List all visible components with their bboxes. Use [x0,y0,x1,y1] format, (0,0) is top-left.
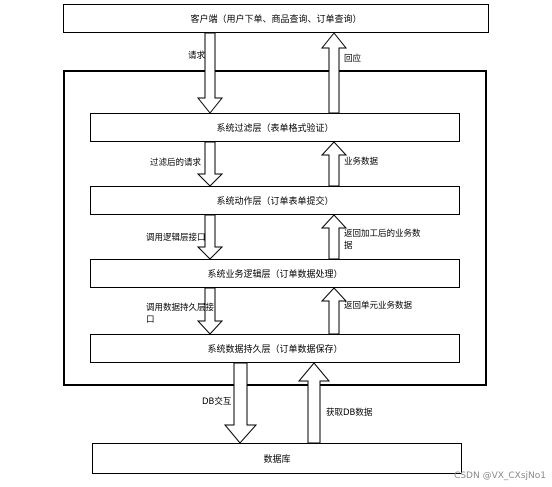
business-logic-layer-label: 系统业务逻辑层（订单数据处理） [207,270,343,280]
system-frame [63,70,487,386]
persistence-layer-box: 系统数据持久层（订单数据保存） [90,334,460,363]
label-db-interaction: DB交互 [202,397,232,407]
up-arrow-business-data [320,141,348,187]
label-call-logic: 调用逻辑层接口 [146,233,206,243]
down-arrow-request [196,32,224,114]
database-label: 数据库 [263,455,291,465]
database-box: 数据库 [92,443,462,474]
client-box-label: 客户端（用户下单、商品查询、订单查询） [190,15,362,25]
label-filtered-request: 过滤后的请求 [150,158,202,168]
business-logic-layer-box: 系统业务逻辑层（订单数据处理） [90,259,460,288]
action-layer-box: 系统动作层（订单表单提交） [90,186,460,215]
label-unit-data: 返回单元业务数据 [344,301,413,311]
up-arrow-processed-data [320,214,348,260]
persistence-layer-label: 系统数据持久层（订单数据保存） [207,345,343,355]
down-arrow-call-logic [196,214,224,260]
label-db-data: 获取DB数据 [326,408,373,418]
filter-layer-box: 系统过滤层（表单格式验证） [90,113,460,142]
down-arrow-db-interaction [223,362,258,444]
filter-layer-label: 系统过滤层（表单格式验证） [216,124,334,134]
up-arrow-response [320,32,348,114]
up-arrow-unit-data [320,287,348,335]
watermark: CSDN @VX_CXsjNo1 [454,471,546,481]
down-arrow-filtered-request [196,141,224,187]
label-request: 请求 [188,51,206,61]
label-business-data: 业务数据 [344,157,379,167]
up-arrow-db-data [297,362,331,444]
label-call-persistence: 调用数据持久层接口 [146,303,215,325]
label-response: 回应 [344,54,362,64]
action-layer-label: 系统动作层（订单表单提交） [216,197,334,207]
label-processed-data: 返回加工后的业务数据 [344,229,421,251]
client-box: 客户端（用户下单、商品查询、订单查询） [63,4,489,33]
down-arrow-call-persistence [196,287,224,335]
